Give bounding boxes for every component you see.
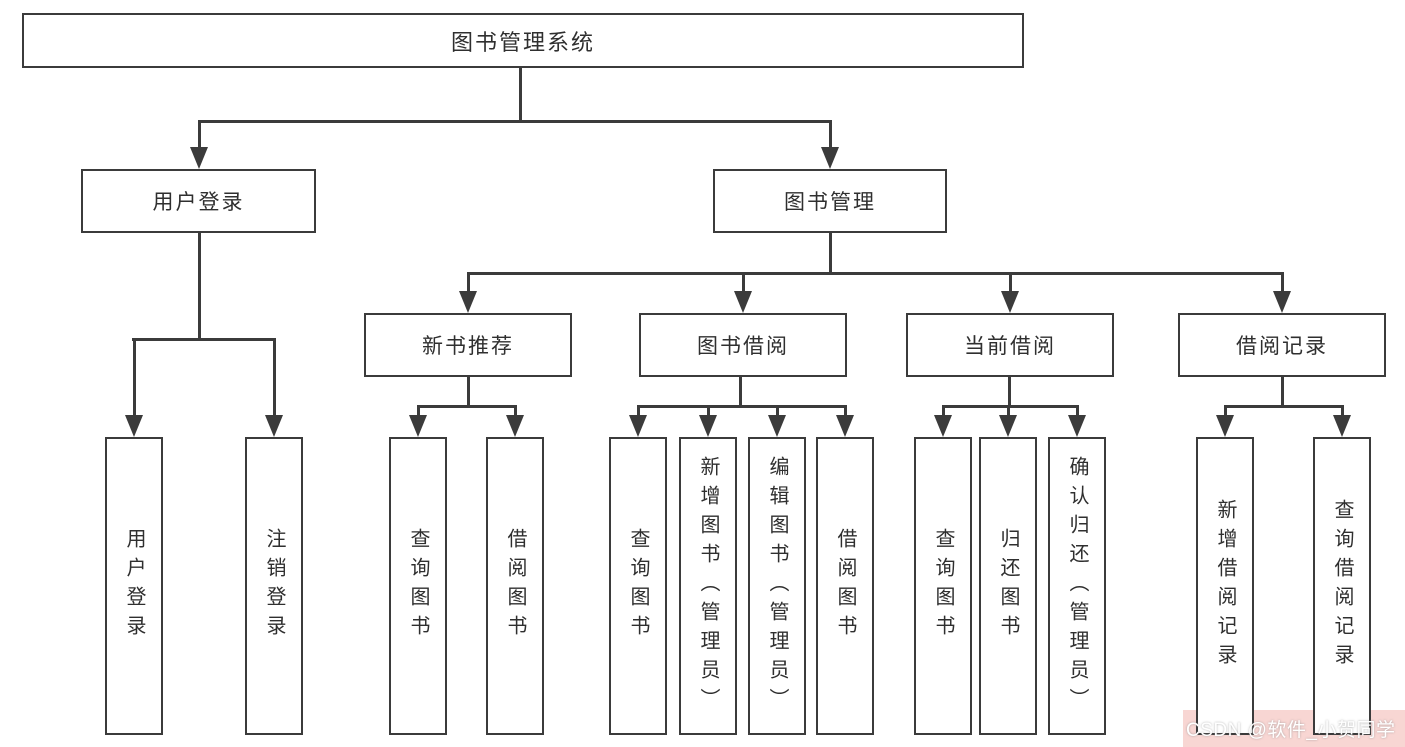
arrow-down-icon [629, 415, 647, 437]
connector-line [707, 405, 710, 418]
connector-line [198, 233, 201, 340]
leaf-return-books: 归还图书 [979, 437, 1037, 735]
connector-line [273, 338, 276, 418]
leaf-query-books-recommend: 查询图书 [389, 437, 447, 735]
connector-line [1341, 405, 1344, 418]
connector-line [739, 377, 742, 407]
leaf-edit-book-admin: 编辑图书（管理员） [748, 437, 806, 735]
node-borrowing-records: 借阅记录 [1178, 313, 1386, 377]
connector-line [1281, 272, 1284, 293]
connector-line [1224, 405, 1227, 418]
node-new-book-recommend: 新书推荐 [364, 313, 572, 377]
leaf-borrow-books-recommend: 借阅图书 [486, 437, 544, 735]
arrow-down-icon [768, 415, 786, 437]
connector-line [1008, 377, 1011, 407]
connector-line [742, 272, 745, 293]
connector-line [1224, 405, 1344, 408]
leaf-query-books-current: 查询图书 [914, 437, 972, 735]
leaf-query-borrow-record: 查询借阅记录 [1313, 437, 1371, 735]
connector-line [844, 405, 847, 418]
leaf-add-book-admin: 新增图书（管理员） [679, 437, 737, 735]
connector-line [133, 338, 136, 418]
connector-line [829, 120, 832, 150]
arrow-down-icon [459, 291, 477, 313]
arrow-down-icon [190, 147, 208, 169]
connector-line [467, 272, 1284, 275]
node-library-management-system: 图书管理系统 [22, 13, 1024, 68]
connector-line [198, 120, 201, 150]
leaf-user-login: 用户登录 [105, 437, 163, 735]
connector-line [942, 405, 1079, 408]
node-book-borrowing: 图书借阅 [639, 313, 847, 377]
arrow-down-icon [999, 415, 1017, 437]
arrow-down-icon [1068, 415, 1086, 437]
leaf-logout: 注销登录 [245, 437, 303, 735]
connector-line [417, 405, 517, 408]
connector-line [829, 233, 832, 274]
connector-line [417, 405, 420, 418]
node-user-login: 用户登录 [81, 169, 316, 233]
leaf-borrow-books: 借阅图书 [816, 437, 874, 735]
arrow-down-icon [1001, 291, 1019, 313]
arrow-down-icon [409, 415, 427, 437]
leaf-add-borrow-record: 新增借阅记录 [1196, 437, 1254, 735]
node-current-borrowing: 当前借阅 [906, 313, 1114, 377]
connector-line [467, 377, 470, 407]
connector-line [198, 120, 832, 123]
arrow-down-icon [506, 415, 524, 437]
arrow-down-icon [699, 415, 717, 437]
arrow-down-icon [1273, 291, 1291, 313]
connector-line [1076, 405, 1079, 418]
arrow-down-icon [1333, 415, 1351, 437]
arrow-down-icon [265, 415, 283, 437]
connector-line [519, 68, 522, 122]
connector-line [467, 272, 470, 293]
connector-line [1281, 377, 1284, 407]
arrow-down-icon [734, 291, 752, 313]
connector-line [132, 338, 276, 341]
arrow-down-icon [821, 147, 839, 169]
watermark: CSDN @软件_小贺同学 [1186, 720, 1396, 741]
connector-line [942, 405, 945, 418]
connector-line [776, 405, 779, 418]
arrow-down-icon [934, 415, 952, 437]
connector-line [1007, 405, 1010, 418]
connector-line [514, 405, 517, 418]
connector-line [637, 405, 640, 418]
connector-line [1009, 272, 1012, 293]
leaf-query-books-borrowing: 查询图书 [609, 437, 667, 735]
node-book-management: 图书管理 [713, 169, 947, 233]
arrow-down-icon [1216, 415, 1234, 437]
arrow-down-icon [836, 415, 854, 437]
leaf-confirm-return-admin: 确认归还（管理员） [1048, 437, 1106, 735]
connector-line [637, 405, 847, 408]
arrow-down-icon [125, 415, 143, 437]
